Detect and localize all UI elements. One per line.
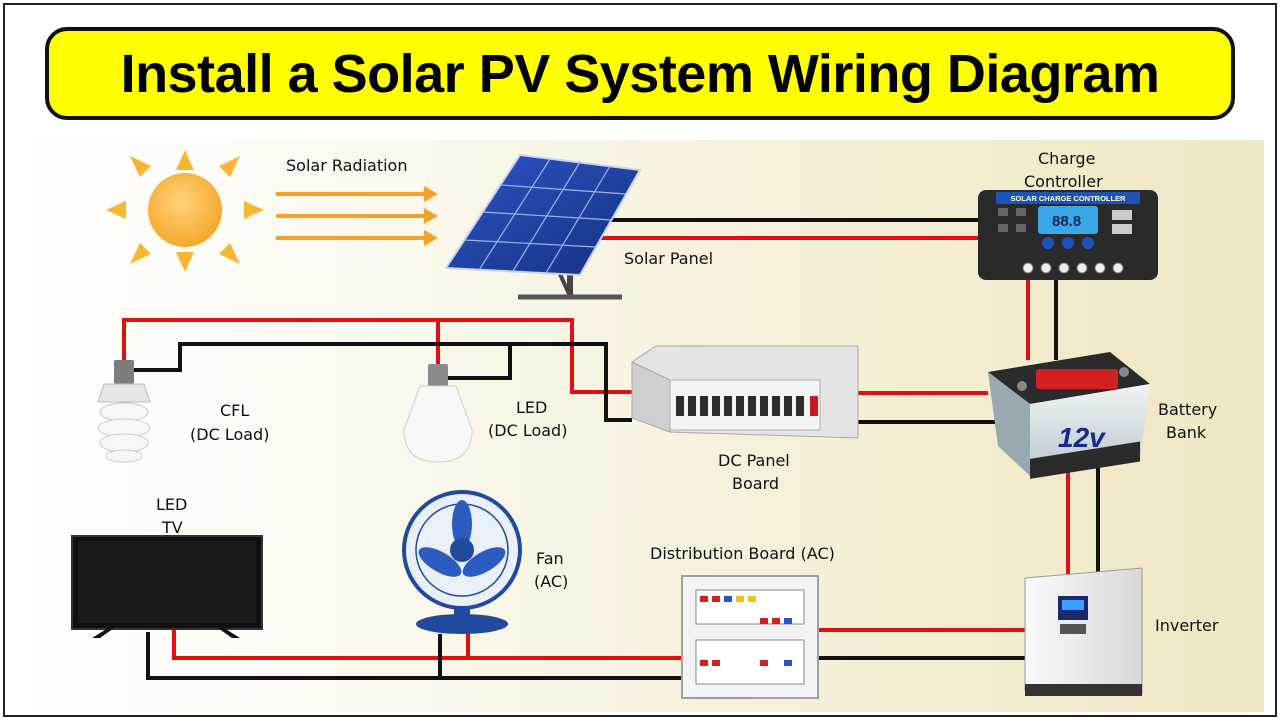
radiation-arrows-icon [276,186,438,246]
dc-board-label-line1: DC Panel [718,451,790,470]
outer-frame [3,3,1277,717]
ac-board-label: Distribution Board (AC) [650,544,835,563]
solar-panel-icon [444,153,642,300]
ac-load-negative-wire [146,632,684,680]
wires [122,218,1100,680]
page-title: Install a Solar PV System Wiring Diagram [120,43,1160,104]
sun-icon [106,150,264,272]
ac-load-positive-wire [172,630,684,660]
led-tv-label-line2: TV [161,518,183,537]
led-tv-label-line1: LED [156,495,187,514]
cfl-bulb-icon [97,360,151,463]
title-banner: Install a Solar PV System Wiring Diagram [45,27,1235,120]
fan-icon [402,490,522,634]
dc-load-negative-wire [130,342,632,422]
controller-display-text: 88.8 [1052,213,1081,230]
dc-board-label-line2: Board [732,474,779,493]
battery-label-line2: Bank [1166,423,1207,442]
fan-label-line2: (AC) [534,572,568,591]
fan-label-line1: Fan [536,549,564,568]
inverter-label: Inverter [1155,616,1219,635]
solar-panel-label: Solar Panel [624,249,713,268]
led-negative-branch [444,344,512,380]
cfl-label-line1: CFL [220,401,249,420]
led-label-line1: LED [516,398,547,417]
led-tv-icon [71,535,263,638]
led-bulb-icon [403,364,473,463]
charge-controller-label-line2: Controller [1024,172,1103,191]
dc-panel-board-icon [631,345,859,439]
ac-distribution-board-icon [681,575,819,699]
cfl-label-line2: (DC Load) [190,425,269,444]
battery-label-line1: Battery [1158,400,1217,419]
solar-radiation-label: Solar Radiation [286,156,407,175]
inverter-icon [1024,567,1143,696]
battery-voltage-text: 12v [1058,422,1106,453]
charge-controller-label-line1: Charge [1038,149,1095,168]
charge-controller-icon: SOLAR CHARGE CONTROLLER 88.8 [978,190,1158,280]
led-label-line2: (DC Load) [488,421,567,440]
controller-header-text: SOLAR CHARGE CONTROLLER [1011,194,1127,203]
battery-icon: 12v [988,352,1150,479]
dc-load-positive-wire [122,318,632,394]
